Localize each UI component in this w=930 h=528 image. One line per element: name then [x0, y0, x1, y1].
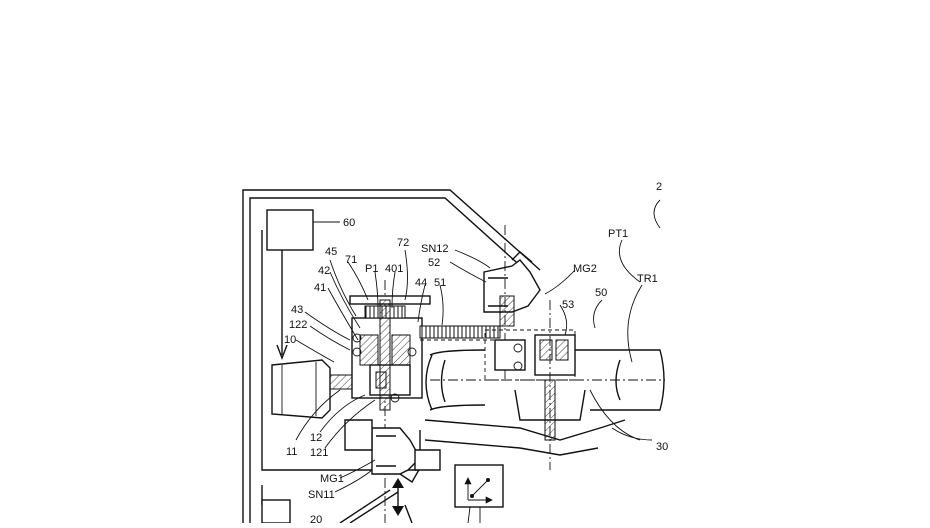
label-42: 42	[318, 265, 330, 277]
label-10: 10	[284, 334, 296, 346]
shift-arrow	[392, 478, 413, 524]
label-60: 60	[343, 217, 355, 229]
label-30: 30	[656, 441, 668, 453]
label-44: 44	[415, 277, 427, 289]
label-122: 122	[289, 319, 307, 331]
reference-labels: 2 PT1 TR1 50 53 MG2 SN12 52 72 401 P1 71…	[284, 181, 668, 526]
sensor-box	[454, 464, 504, 524]
label-52: 52	[428, 257, 440, 269]
label-11: 11	[286, 446, 297, 458]
label-sn12: SN12	[421, 243, 449, 255]
drive-shaft-30	[424, 300, 641, 470]
motor-generator-mg1	[344, 419, 441, 483]
label-20: 20	[310, 514, 322, 523]
label-pt1: PT1	[608, 228, 628, 240]
label-50: 50	[595, 287, 607, 299]
label-71: 71	[345, 254, 357, 266]
engine-10	[271, 344, 331, 419]
label-12: 12	[310, 432, 322, 444]
control-unit-60	[266, 209, 314, 251]
label-sn11: SN11	[308, 489, 335, 501]
label-43: 43	[291, 304, 303, 316]
leader-lines	[295, 199, 661, 493]
label-41: 41	[314, 282, 326, 294]
label-mg2: MG2	[573, 263, 597, 275]
lower-unit-box	[261, 499, 291, 524]
label-72: 72	[397, 237, 409, 249]
planetary-gear-set-p1	[349, 295, 431, 411]
label-p1: P1	[365, 263, 378, 275]
label-tr1: TR1	[637, 273, 658, 285]
label-51: 51	[434, 277, 446, 289]
label-mg1: MG1	[320, 473, 344, 485]
label-401: 401	[385, 263, 403, 275]
motor-generator-mg2	[483, 251, 541, 327]
label-121: 121	[310, 447, 328, 459]
counter-gear-train	[419, 325, 501, 339]
label-45: 45	[325, 246, 337, 258]
label-53: 53	[562, 299, 574, 311]
label-2: 2	[656, 181, 662, 193]
